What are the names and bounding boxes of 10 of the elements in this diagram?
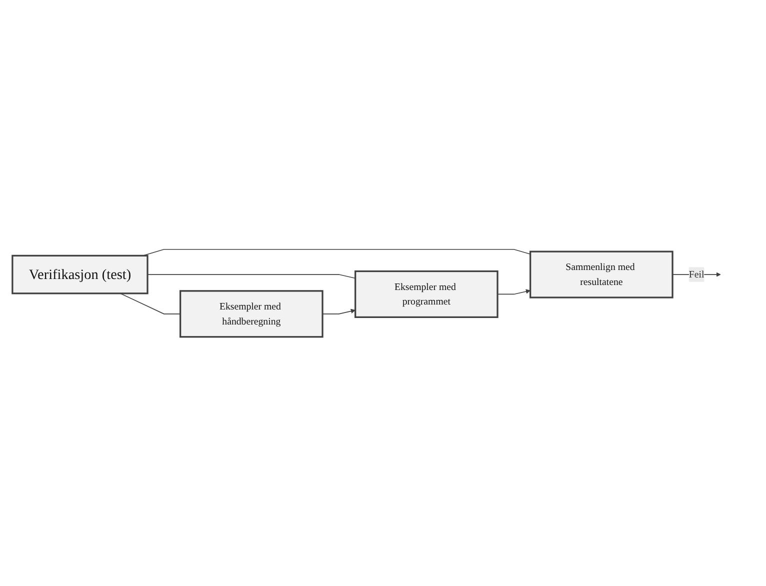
- arrow: [497, 289, 531, 294]
- connector: [120, 292, 181, 314]
- node-box: Eksempler med programmet: [354, 270, 498, 318]
- node-box: Sammenlign med resultatene: [530, 250, 674, 298]
- connector: [142, 248, 531, 256]
- node-box: Eksempler med håndberegning: [180, 290, 324, 338]
- connector: [147, 274, 356, 279]
- node-box: Verifikasjon (test): [12, 254, 148, 294]
- arrow: [322, 308, 356, 314]
- edge-label: Feil: [688, 268, 704, 280]
